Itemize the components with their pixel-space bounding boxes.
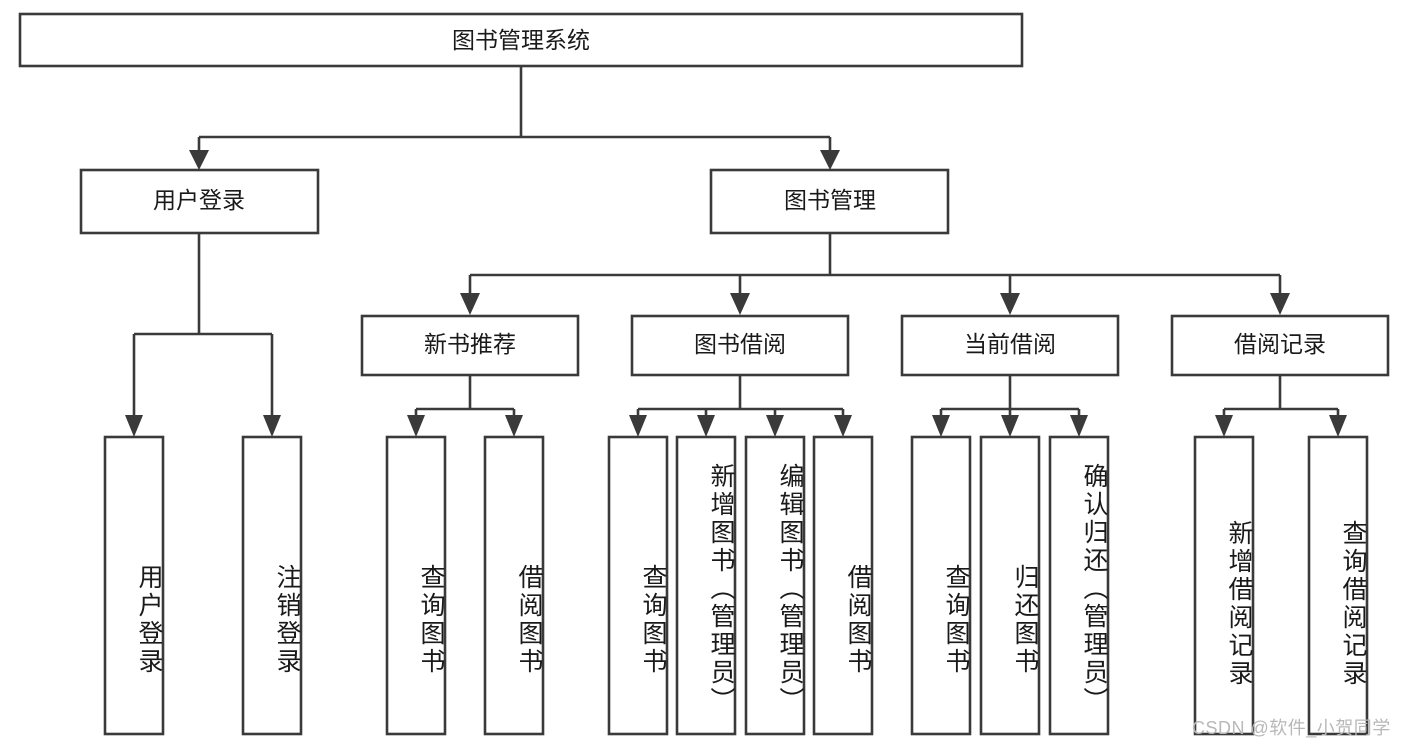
node-box-leaf-add-record[interactable]: [1193, 435, 1255, 736]
arrowhead-leaf-return-book: [1001, 415, 1019, 437]
leaf-box-group: [103, 435, 1369, 736]
arrowhead-leaf-edit-book: [766, 415, 784, 437]
arrowhead-leaf-logout-login: [263, 415, 281, 437]
node-box-user-login[interactable]: [79, 168, 320, 235]
node-box-leaf-confirm-return[interactable]: [1048, 435, 1110, 736]
node-box-leaf-query-book-3[interactable]: [910, 435, 972, 736]
node-current-borrow[interactable]: 当前借阅: [900, 314, 1120, 377]
node-box-leaf-borrow-book-1[interactable]: [483, 435, 545, 736]
arrowhead-leaf-confirm-return: [1070, 415, 1088, 437]
arrowhead-leaf-add-record: [1215, 415, 1233, 437]
node-label-root: 图书管理系统: [452, 27, 590, 53]
node-box-leaf-logout-login[interactable]: [241, 435, 303, 736]
node-box-borrow-record[interactable]: [1170, 314, 1390, 377]
arrowhead-borrow-record: [1270, 293, 1290, 315]
node-box-book-management[interactable]: [709, 168, 950, 235]
arrowhead-current-borrow: [1000, 293, 1020, 315]
node-box-leaf-query-record[interactable]: [1307, 435, 1369, 736]
arrowhead-leaf-query-book-3: [932, 415, 950, 437]
node-book-management[interactable]: 图书管理: [709, 168, 950, 235]
arrowhead-new-book-recommend: [460, 293, 480, 315]
node-box-leaf-borrow-book-2[interactable]: [812, 435, 874, 736]
node-root-system[interactable]: 图书管理系统: [18, 12, 1024, 68]
arrowhead-leaf-query-record: [1329, 415, 1347, 437]
node-box-leaf-user-login[interactable]: [103, 435, 165, 736]
arrowhead-leaf-borrow-book-1: [505, 415, 523, 437]
arrowhead-book-borrow: [730, 293, 750, 315]
node-label-book-borrow: 图书借阅: [694, 331, 786, 357]
connector-group-current-borrow: [932, 375, 1088, 437]
connector-group-user-login: [125, 233, 281, 437]
node-box-leaf-edit-book[interactable]: [744, 435, 806, 736]
arrowhead-leaf-user-login: [125, 415, 143, 437]
node-label-new-book-recommend: 新书推荐: [424, 331, 516, 357]
node-box-current-borrow[interactable]: [900, 314, 1120, 377]
node-box-leaf-query-book-2[interactable]: [607, 435, 669, 736]
node-box-leaf-query-book-1[interactable]: [385, 435, 447, 736]
csdn-watermark: CSDN @软件_小贺同学: [1192, 718, 1391, 738]
node-box-root[interactable]: [18, 12, 1024, 68]
node-box-new-book-recommend[interactable]: [360, 314, 580, 377]
node-new-book-recommend[interactable]: 新书推荐: [360, 314, 580, 377]
node-borrow-record[interactable]: 借阅记录: [1170, 314, 1390, 377]
node-box-book-borrow[interactable]: [630, 314, 850, 377]
node-label-user-login: 用户登录: [153, 187, 245, 213]
node-box-leaf-add-book[interactable]: [675, 435, 737, 736]
node-label-borrow-record: 借阅记录: [1234, 331, 1326, 357]
connector-group-book-management: [460, 233, 1290, 315]
arrowhead-leaf-borrow-book-2: [834, 415, 852, 437]
arrowhead-book-management: [820, 150, 840, 170]
node-label-current-borrow: 当前借阅: [964, 331, 1056, 357]
connector-group-book-borrow: [629, 375, 852, 437]
connector-group-new-book-recommend: [407, 375, 523, 437]
arrowhead-leaf-add-book: [697, 415, 715, 437]
arrowhead-leaf-query-book-1: [407, 415, 425, 437]
node-box-leaf-return-book[interactable]: [979, 435, 1041, 736]
arrowhead-user-login: [189, 150, 209, 170]
node-book-borrow[interactable]: 图书借阅: [630, 314, 850, 377]
node-user-login[interactable]: 用户登录: [79, 168, 320, 235]
arrowhead-leaf-query-book-2: [629, 415, 647, 437]
node-label-book-management: 图书管理: [784, 187, 876, 213]
connector-group-borrow-record: [1215, 375, 1347, 437]
connector-group-root: [189, 66, 840, 170]
